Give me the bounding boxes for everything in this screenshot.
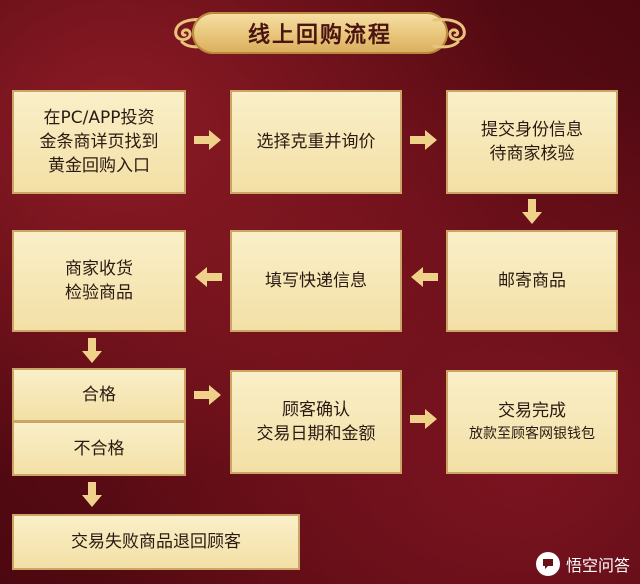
result-fail: 不合格	[12, 422, 186, 476]
page-title: 线上回购流程	[192, 12, 448, 54]
arrow-right-icon	[410, 130, 437, 150]
step-line: 商家收货	[65, 259, 133, 279]
arrow-right-icon	[410, 409, 437, 429]
watermark-logo: 悟空问答	[535, 552, 630, 576]
step-line: 检验商品	[65, 283, 133, 303]
step-customer-confirm: 顾客确认 交易日期和金额	[230, 370, 402, 474]
step-line: 交易日期和金额	[256, 424, 376, 444]
cloud-ornament-icon	[432, 18, 466, 49]
step-line: 顾客确认	[282, 400, 350, 420]
step-submit-identity: 提交身份信息 待商家核验	[446, 90, 618, 194]
step-line: 在PC/APP投资	[43, 108, 155, 128]
step-transaction-failed: 交易失败商品退回顾客	[12, 514, 300, 570]
step-mail-goods: 邮寄商品	[446, 230, 618, 332]
step-select-weight: 选择克重并询价	[230, 90, 402, 194]
step-line: 金条商详页找到	[39, 132, 159, 152]
step-line: 待商家核验	[489, 144, 575, 164]
watermark-text: 悟空问答	[565, 556, 630, 575]
step-transaction-complete: 交易完成 放款至顾客网银钱包	[446, 370, 618, 474]
step-line: 放款至顾客网银钱包	[469, 426, 595, 442]
fail-label: 不合格	[73, 438, 125, 459]
result-pass: 合格	[12, 368, 186, 422]
step-line: 选择克重并询价	[256, 132, 376, 152]
step-line: 填写快递信息	[265, 271, 367, 291]
step-fill-shipping: 填写快递信息	[230, 230, 402, 332]
arrow-right-icon	[194, 385, 221, 405]
step-line: 交易失败商品退回顾客	[71, 532, 241, 552]
step-line: 交易完成	[498, 401, 566, 421]
pass-label: 合格	[82, 385, 116, 405]
arrow-right-icon	[194, 130, 221, 150]
step-line: 黄金回购入口	[48, 156, 150, 176]
title-banner: 线上回购流程	[168, 6, 472, 62]
arrow-down-icon	[82, 338, 102, 363]
arrow-down-icon	[522, 199, 542, 224]
step-line: 邮寄商品	[498, 271, 566, 291]
step-find-entry: 在PC/APP投资 金条商详页找到 黄金回购入口	[12, 90, 186, 194]
step-merchant-receive: 商家收货 检验商品	[12, 230, 186, 332]
chat-bubble-icon	[535, 552, 560, 576]
arrow-left-icon	[411, 267, 438, 287]
step-line: 提交身份信息	[481, 120, 583, 140]
arrow-left-icon	[195, 267, 222, 287]
arrow-down-icon	[82, 482, 102, 507]
